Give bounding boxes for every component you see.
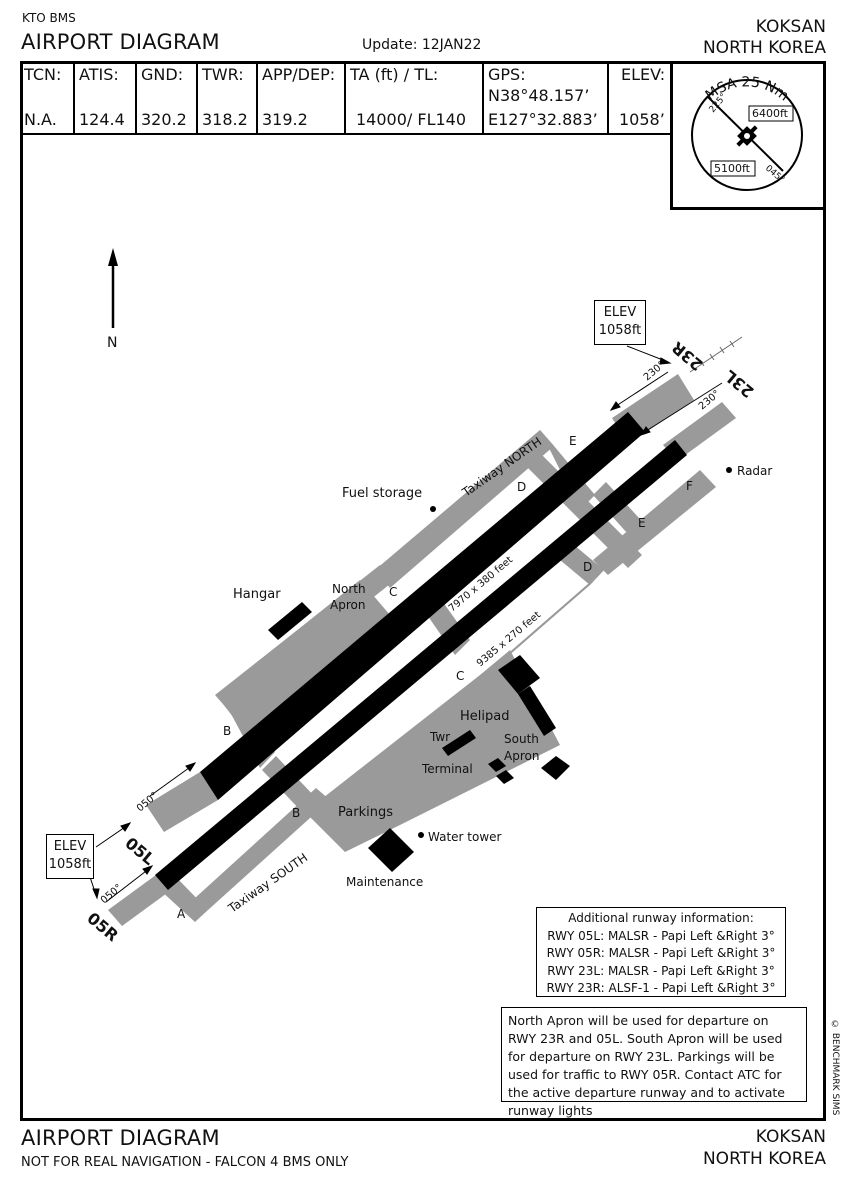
twr-value: 318.2 bbox=[202, 110, 248, 129]
msa-box: MSA 25 Nm 225° 045° 6400ft 5100ft bbox=[670, 61, 826, 210]
additional-line-05r: RWY 05R: MALSR - Papi Left &Right 3° bbox=[546, 946, 776, 960]
elev-box-05l: ELEV 1058ft bbox=[46, 834, 94, 879]
frequency-table: TCN: N.A. ATIS: 124.4 GND: 320.2 TWR: 31… bbox=[20, 61, 672, 135]
gnd-label: GND: bbox=[141, 65, 184, 84]
tcn-label: TCN: bbox=[24, 65, 62, 84]
tcn-value: N.A. bbox=[24, 110, 57, 129]
atis-value: 124.4 bbox=[79, 110, 125, 129]
update-date: Update: 12JAN22 bbox=[362, 37, 482, 53]
msa-alt-low-box bbox=[710, 160, 756, 177]
footer-disclaimer: NOT FOR REAL NAVIGATION - FALCON 4 BMS O… bbox=[21, 1155, 349, 1170]
app-value: 319.2 bbox=[262, 110, 308, 129]
elev-box-23r-label: ELEV bbox=[603, 305, 637, 320]
tcn-cell: TCN: N.A. bbox=[20, 61, 75, 133]
atis-cell: ATIS: 124.4 bbox=[75, 61, 137, 133]
footer-title: AIRPORT DIAGRAM bbox=[21, 1126, 220, 1150]
gps-lat: N38°48.157’ bbox=[488, 86, 590, 105]
gnd-value: 320.2 bbox=[141, 110, 187, 129]
msa-alt-high: 6400ft bbox=[752, 107, 789, 120]
airport-code: KTO BMS bbox=[22, 11, 76, 25]
additional-runway-info: Additional runway information: RWY 05L: … bbox=[536, 907, 786, 997]
elev-box-23r-value: 1058ft bbox=[598, 323, 642, 338]
additional-line-05l: RWY 05L: MALSR - Papi Left &Right 3° bbox=[547, 928, 775, 943]
page-title: AIRPORT DIAGRAM bbox=[21, 30, 220, 54]
elev-label: ELEV: bbox=[621, 65, 666, 84]
elev-box-05l-value: 1058ft bbox=[48, 857, 92, 872]
header-city: KOKSAN bbox=[755, 17, 826, 37]
elev-box-05l-label: ELEV bbox=[53, 839, 87, 854]
copyright: © BENCHMARK SIMS bbox=[830, 1020, 840, 1116]
msa-alt-high-box bbox=[748, 105, 794, 122]
apron-usage-note: North Apron will be used for departure o… bbox=[501, 1007, 807, 1118]
ta-label: TA (ft) / TL: bbox=[350, 65, 439, 84]
additional-line-23l: RWY 23L: MALSR - Papi Left &Right 3° bbox=[547, 963, 775, 978]
elev-value: 1058’ bbox=[619, 110, 665, 129]
gnd-cell: GND: 320.2 bbox=[137, 61, 198, 133]
gps-label: GPS: bbox=[488, 65, 526, 84]
footer-country: NORTH KOREA bbox=[702, 1149, 826, 1169]
ta-value: 14000/ FL140 bbox=[356, 110, 467, 129]
additional-line-23r: RWY 23R: ALSF-1 - Papi Left &Right 3° bbox=[546, 981, 776, 995]
elev-box-23r: ELEV 1058ft bbox=[594, 300, 646, 345]
twr-cell: TWR: 318.2 bbox=[198, 61, 258, 133]
additional-title: Additional runway information: bbox=[568, 911, 754, 925]
elev-cell: ELEV: 1058’ bbox=[609, 61, 672, 133]
gps-lon: E127°32.883’ bbox=[488, 110, 598, 129]
diagram-frame bbox=[20, 61, 826, 1121]
msa-circle bbox=[691, 79, 803, 191]
header-country: NORTH KOREA bbox=[702, 38, 826, 58]
atis-label: ATIS: bbox=[79, 65, 119, 84]
twr-label: TWR: bbox=[202, 65, 244, 84]
msa-alt-low: 5100ft bbox=[714, 162, 751, 175]
msa-compass: MSA 25 Nm 225° 045° 6400ft 5100ft bbox=[691, 74, 803, 191]
app-cell: APP/DEP: 319.2 bbox=[258, 61, 346, 133]
gps-cell: GPS: N38°48.157’ E127°32.883’ bbox=[484, 61, 609, 133]
app-label: APP/DEP: bbox=[262, 65, 336, 84]
footer-city: KOKSAN bbox=[755, 1127, 826, 1147]
ta-cell: TA (ft) / TL: 14000/ FL140 bbox=[346, 61, 484, 133]
